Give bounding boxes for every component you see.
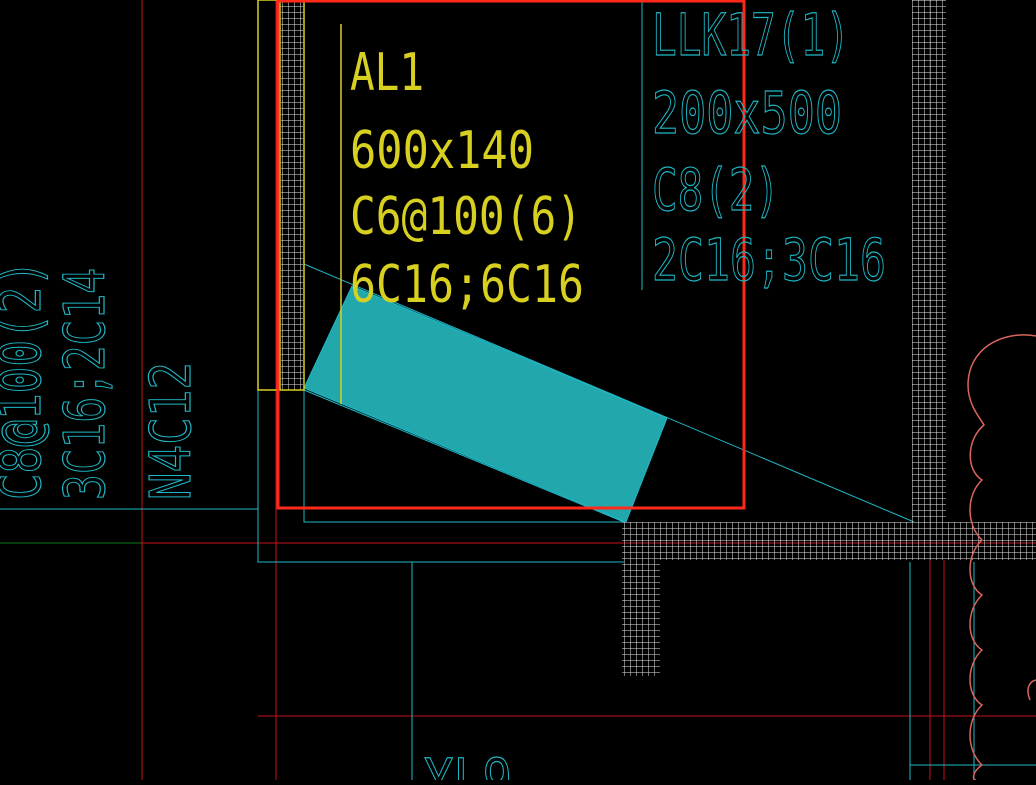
revision-cloud-fragment [1027, 679, 1036, 701]
wall-hatch-stub [622, 560, 660, 676]
yellow-column-outline [257, 0, 305, 391]
annotation-al1[interactable]: AL1 600x140 C6@100(6) 6C16;6C16 [350, 43, 584, 315]
al1-rebar: 6C16;6C16 [350, 255, 584, 315]
llk17-rebar: 2C16;3C16 [652, 226, 886, 294]
beam-outline-inner [303, 390, 624, 523]
annotation-left-rotated[interactable]: C8@100(2) 3C16;2C14 N4C12 [0, 259, 205, 500]
revision-cloud [967, 334, 1036, 781]
wall-hatch-horizontal [622, 522, 1036, 560]
left-extra-rebar-text: N4C12 [139, 362, 204, 500]
al1-section: 600x140 [350, 121, 534, 181]
annotation-llk17[interactable]: LLK17(1) 200x500 C8(2) 2C16;3C16 [651, 0, 886, 294]
beam-al1-fill[interactable] [303, 285, 668, 523]
al1-stirrup: C6@100(6) [350, 187, 582, 247]
diagonal-beam-line-top [303, 263, 915, 523]
wall-hatch-right-vertical [912, 0, 946, 524]
beam-outline-left [257, 390, 624, 563]
llk17-section: 200x500 [652, 79, 842, 147]
beam-outlines [0, 263, 1036, 780]
diagonal-beam-line-bottom [303, 389, 625, 523]
hatched-walls [281, 0, 1036, 676]
al1-name: AL1 [350, 43, 424, 103]
wall-hatch-left-vertical [281, 0, 303, 390]
llk17-name: LLK17(1) [652, 1, 850, 69]
label-yl9[interactable]: YL9 [423, 745, 512, 785]
selection-rectangle[interactable] [276, 0, 746, 510]
left-stirrup-text: C8@100(2) [0, 260, 54, 500]
left-rebar-text: 3C16;2C14 [53, 268, 118, 500]
yellow-column [257, 0, 342, 404]
llk17-stirrup: C8(2) [652, 156, 780, 224]
